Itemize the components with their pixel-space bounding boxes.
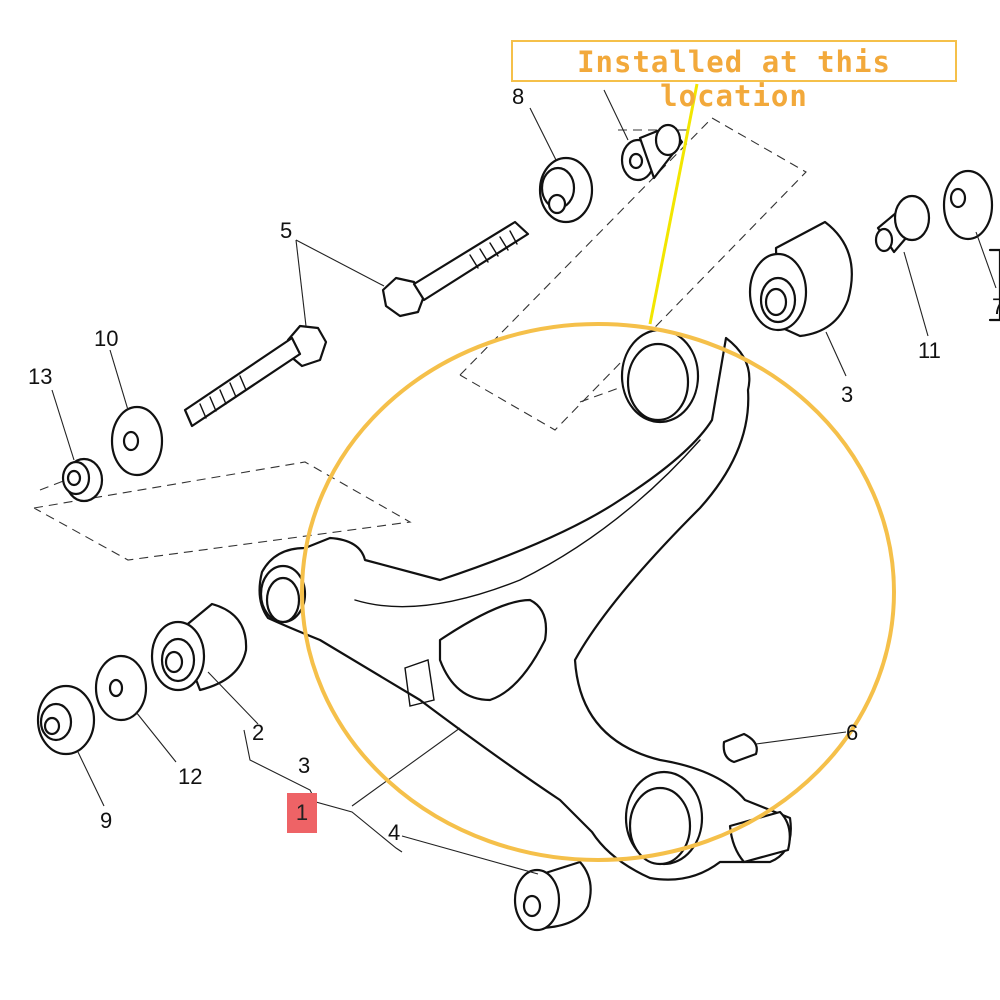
bushing-2 [150,602,248,692]
nut-9 [36,684,96,756]
label-5: 5 [280,218,292,243]
callout-pointer-line [648,83,699,325]
label-2: 2 [252,720,264,745]
label-3-upper: 3 [841,382,853,407]
installed-location-callout: Installed at this location [511,40,957,113]
callout-text: Installed at this location [577,45,891,113]
washer-10 [110,405,164,477]
control-arm [258,328,792,881]
label-9: 9 [100,808,112,833]
spacer-top [620,123,684,182]
highlight-overlay [300,83,896,862]
label-10: 10 [94,326,118,351]
nut-8 [538,156,594,224]
washer-12 [94,654,148,722]
spacer-11 [874,194,931,254]
bolt-lower [183,324,328,428]
label-8: 8 [512,84,524,109]
part-1-badge: 1 [287,793,317,833]
bushing-upper-right [748,220,853,338]
label-4: 4 [388,820,400,845]
part-number-labels: 8 5 10 13 3 11 7 2 3 12 9 4 6 [28,84,1000,845]
highlight-circle [300,322,896,862]
label-11: 11 [918,338,941,363]
bolt-upper [381,220,530,318]
label-13: 13 [28,364,52,389]
label-12: 12 [178,764,202,789]
nut-13 [61,457,104,503]
bushing-4 [513,860,592,932]
label-6: 6 [846,720,858,745]
badge-text: 1 [295,800,309,825]
leader-lines [51,89,997,875]
label-7: 7 [992,294,1000,319]
label-3-lower: 3 [298,753,310,778]
washer-right [942,169,994,241]
